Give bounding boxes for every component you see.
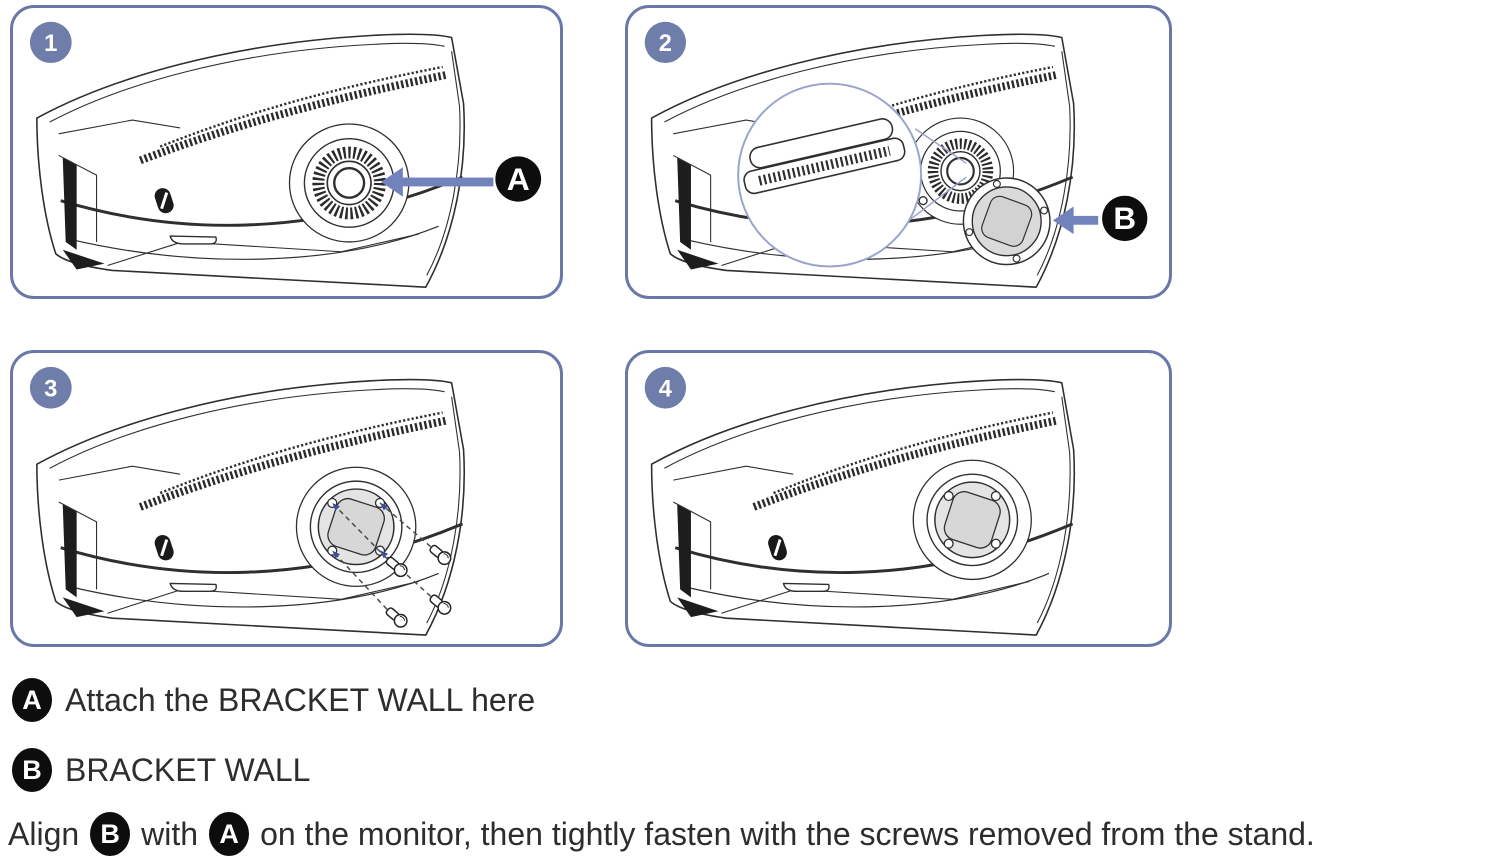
bracket-slot-detail (743, 118, 906, 195)
step-panel-1: A 1 (10, 5, 563, 299)
align-text-mid: with (141, 815, 199, 852)
step-number-4-label: 4 (659, 377, 673, 403)
legend-item-b: B BRACKET WALL (12, 748, 310, 792)
callout-badge-b-label: B (1113, 201, 1136, 236)
step-number-badge-4: 4 (644, 366, 687, 409)
legend-badge-a: A (12, 678, 52, 722)
step-panel-2: B 2 (625, 5, 1172, 299)
align-badge-a: A (209, 812, 250, 856)
align-text-tail: on the monitor, then tightly fasten with… (260, 815, 1315, 852)
callout-badge-a-label: A (507, 161, 530, 197)
step-panel-3: 3 (10, 350, 563, 647)
legend-item-a: A Attach the BRACKET WALL here (12, 678, 535, 722)
legend-text-a: Attach the BRACKET WALL here (65, 681, 536, 718)
bracket-wall-disc (962, 177, 1051, 266)
bracket-wall-mounted (912, 459, 1033, 581)
align-text-lead: Align (8, 815, 80, 852)
callout-arrow-a-icon (380, 167, 494, 197)
callout-badge-b: B (1102, 195, 1148, 241)
step-number-1-label: 1 (44, 31, 57, 57)
step-number-badge-1: 1 (29, 21, 72, 64)
align-badge-b: B (90, 812, 131, 856)
magnifier-detail (737, 82, 967, 268)
callout-arrow-b-icon (1052, 206, 1099, 235)
step-number-3-label: 3 (44, 376, 57, 403)
step-number-badge-3: 3 (29, 366, 72, 409)
step-panel-4: 4 (625, 350, 1172, 647)
callout-badge-a: A (495, 156, 542, 202)
step-number-2-label: 2 (659, 30, 672, 56)
legend-text-b: BRACKET WALL (65, 751, 311, 788)
step-number-badge-2: 2 (644, 21, 687, 64)
legend-badge-b: B (12, 748, 52, 792)
align-instruction: Align B with A on the monitor, then tigh… (8, 812, 1315, 856)
